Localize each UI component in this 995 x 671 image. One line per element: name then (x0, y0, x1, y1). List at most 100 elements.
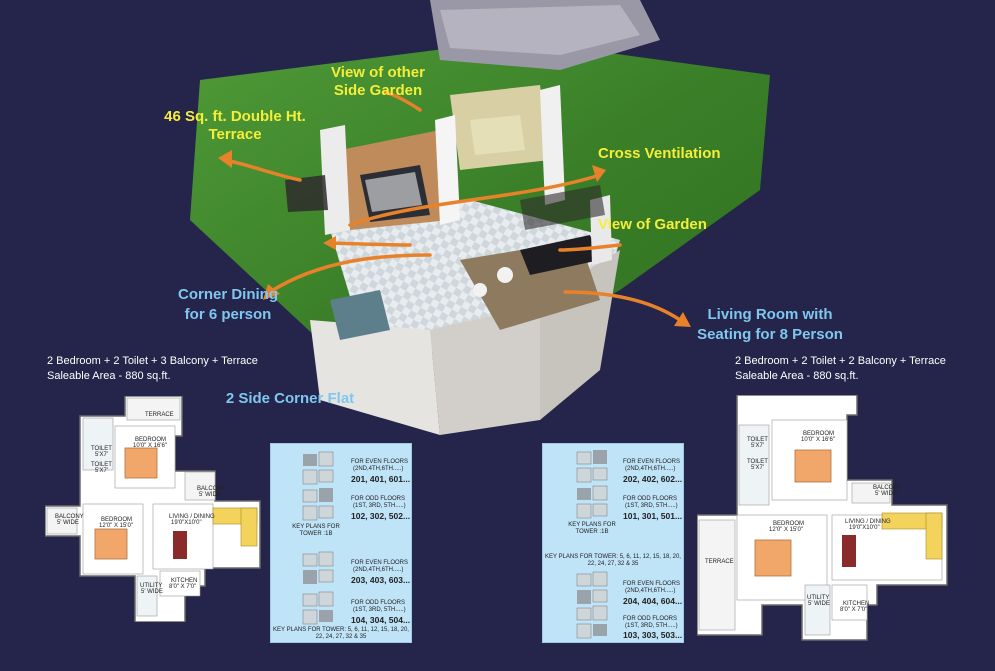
arrow-side-garden (383, 90, 422, 112)
key-left-d-nums: 104, 304, 504... (351, 615, 411, 625)
arrow-garden (558, 243, 622, 252)
key-left-c-sub: (2ND,4TH,6TH.....) (353, 567, 404, 573)
building-wall-front (310, 320, 440, 435)
right-plan-labels: TOILET 5'X7' TOILET 5'X7' BEDROOM 10'0" … (697, 395, 950, 645)
left-living-size: 19'0"X10'0" (171, 520, 202, 526)
right-utility-label: UTILITY (807, 595, 830, 601)
callout-living-room: Living Room with Seating for 8 Person (697, 306, 843, 343)
key-right-b-sub: (1ST, 3RD, 5TH.....) (625, 503, 678, 509)
right-toilet2-size: 5'X7' (751, 465, 764, 471)
right-bedroom2-size: 12'0" X 15'0" (769, 527, 803, 533)
right-balcony-size: 5' WIDE (875, 491, 897, 497)
left-plan-area: Saleable Area - 880 sq.ft. (47, 370, 171, 382)
left-kitchen-size: 8'0" X 7'0" (169, 584, 197, 590)
arrow-cross-vent (348, 173, 602, 227)
arrow-dining (268, 253, 432, 294)
right-toilet1-label: TOILET (747, 437, 768, 443)
right-balcony-label: BALCONY (873, 485, 902, 491)
right-living-label: LIVING / DINING (845, 519, 891, 525)
left-living-label: LIVING / DINING (169, 514, 215, 520)
left-bedroom2-size: 12'0" X 15'0" (99, 523, 133, 529)
right-plan-spec: 2 Bedroom + 2 Toilet + 2 Balcony + Terra… (735, 354, 975, 384)
right-terrace-label: TERRACE (705, 559, 734, 565)
key-right-b-label: FOR ODD FLOORS (623, 496, 678, 502)
left-balcony-right-size: 5' WIDE (199, 492, 221, 498)
key-left-a-nums: 201, 401, 601... (351, 474, 411, 484)
right-kitchen-size: 8'0" X 7'0" (840, 607, 868, 613)
key-right-a-nums: 202, 402, 602... (623, 474, 683, 484)
right-plan-config: 2 Bedroom + 2 Toilet + 2 Balcony + Terra… (735, 355, 946, 367)
left-kitchen-label: KITCHEN (171, 578, 198, 584)
key-left-a-label: FOR EVEN FLOORS (351, 459, 409, 465)
apartment-3d-illustration (190, 0, 770, 435)
left-plan-config: 2 Bedroom + 2 Toilet + 3 Balcony + Terra… (47, 355, 258, 367)
left-floor-plan (45, 396, 261, 622)
right-toilet1-size: 5'X7' (751, 443, 764, 449)
left-toilet2-size: 5'X7' (95, 468, 108, 474)
key-left-tower-b: KEY PLANS FOR TOWER: 5, 6, 11, 12, 15, 1… (273, 627, 409, 640)
key-right-b-nums: 101, 301, 501... (623, 511, 683, 521)
left-bedroom1-label: BEDROOM (135, 437, 167, 443)
callout-cross-ventilation: Cross Ventilation (598, 145, 721, 162)
left-bedroom2-label: BEDROOM (101, 517, 133, 523)
key-right-a-label: FOR EVEN FLOORS (623, 459, 681, 465)
key-left-c-label: FOR EVEN FLOORS (351, 560, 409, 566)
right-utility-size: 5' WIDE (808, 601, 830, 607)
key-right-tower-a: KEY PLANS FOR TOWER :1B (568, 522, 616, 535)
key-right-d-sub: (1ST, 3RD, 5TH.....) (625, 623, 678, 629)
key-right-c-label: FOR EVEN FLOORS (623, 581, 681, 587)
left-bedroom1-size: 10'0" X 16'6" (133, 443, 167, 449)
left-utility-label: UTILITY (140, 583, 163, 589)
key-left-b-label: FOR ODD FLOORS (351, 496, 406, 502)
key-left-b-sub: (1ST, 3RD, 5TH.....) (353, 503, 406, 509)
callout-corner-dining: Corner Dining for 6 person (178, 286, 278, 323)
key-plan-icon-e (576, 450, 608, 483)
key-right-d-label: FOR ODD FLOORS (623, 616, 678, 622)
key-plan-icon-a (302, 451, 334, 485)
key-left-a-sub: (2ND,4TH,6TH.....) (353, 466, 404, 472)
key-plan-icon-f (576, 485, 608, 519)
right-kitchen-label: KITCHEN (843, 601, 870, 607)
key-left-tower-a: KEY PLANS FOR TOWER :1B (292, 524, 340, 537)
arrow-living (563, 290, 682, 322)
key-plan-box-left: FOR EVEN FLOORS (2ND,4TH,6TH.....) 201, … (270, 443, 412, 643)
right-bedroom1-label: BEDROOM (803, 431, 835, 437)
key-plan-icon-d (302, 591, 334, 625)
callout-corner-flat: 2 Side Corner Flat (225, 390, 355, 407)
left-balcony-left-label: BALCONY (55, 514, 84, 520)
right-bedroom2-label: BEDROOM (773, 521, 805, 527)
key-left-d-sub: (1ST, 3RD, 5TH.....) (353, 607, 406, 613)
key-plan-box-right: FOR EVEN FLOORS (2ND,4TH,6TH.....) 202, … (542, 443, 684, 643)
key-right-a-sub: (2ND,4TH,6TH.....) (625, 466, 676, 472)
terrace-railing (285, 175, 328, 212)
key-plan-icon-h (576, 605, 608, 639)
callout-terrace: 46 Sq. ft. Double Ht. Terrace (164, 108, 306, 143)
right-living-size: 19'0"X10'0" (849, 525, 880, 531)
left-plan-labels: TERRACE BEDROOM 10'0" X 16'6" TOILET 5'X… (45, 396, 263, 622)
left-balcony-right-label: BALCONY (197, 486, 226, 492)
key-plan-icon-g (576, 571, 608, 604)
left-toilet1-label: TOILET (91, 446, 112, 452)
right-toilet2-label: TOILET (747, 459, 768, 465)
right-bedroom1-size: 10'0" X 16'6" (801, 437, 835, 443)
left-terrace-label: TERRACE (145, 412, 174, 418)
key-plan-icon-c (302, 551, 334, 584)
callout-side-garden: View of other Side Garden (331, 64, 425, 99)
left-toilet2-label: TOILET (91, 462, 112, 468)
key-right-c-nums: 204, 404, 604... (623, 596, 683, 606)
callout-view-garden: View of Garden (598, 216, 707, 233)
arrow-dining-2 (328, 241, 412, 247)
left-plan-spec: 2 Bedroom + 2 Toilet + 3 Balcony + Terra… (47, 354, 287, 384)
key-right-d-nums: 103, 303, 503... (623, 630, 683, 640)
key-left-b-nums: 102, 302, 502... (351, 511, 411, 521)
key-right-c-sub: (2ND,4TH,6TH.....) (625, 588, 676, 594)
right-plan-area: Saleable Area - 880 sq.ft. (735, 370, 859, 382)
key-left-c-nums: 203, 403, 603... (351, 575, 411, 585)
left-balcony-left-size: 5' WIDE (57, 520, 79, 526)
right-floor-plan (697, 395, 948, 641)
key-right-tower-b: KEY PLANS FOR TOWER: 5, 6, 11, 12, 15, 1… (545, 554, 681, 567)
left-utility-size: 5' WIDE (141, 589, 163, 595)
key-left-d-label: FOR ODD FLOORS (351, 600, 406, 606)
key-plan-icon-b (302, 488, 334, 521)
left-toilet1-size: 5'X7' (95, 452, 108, 458)
